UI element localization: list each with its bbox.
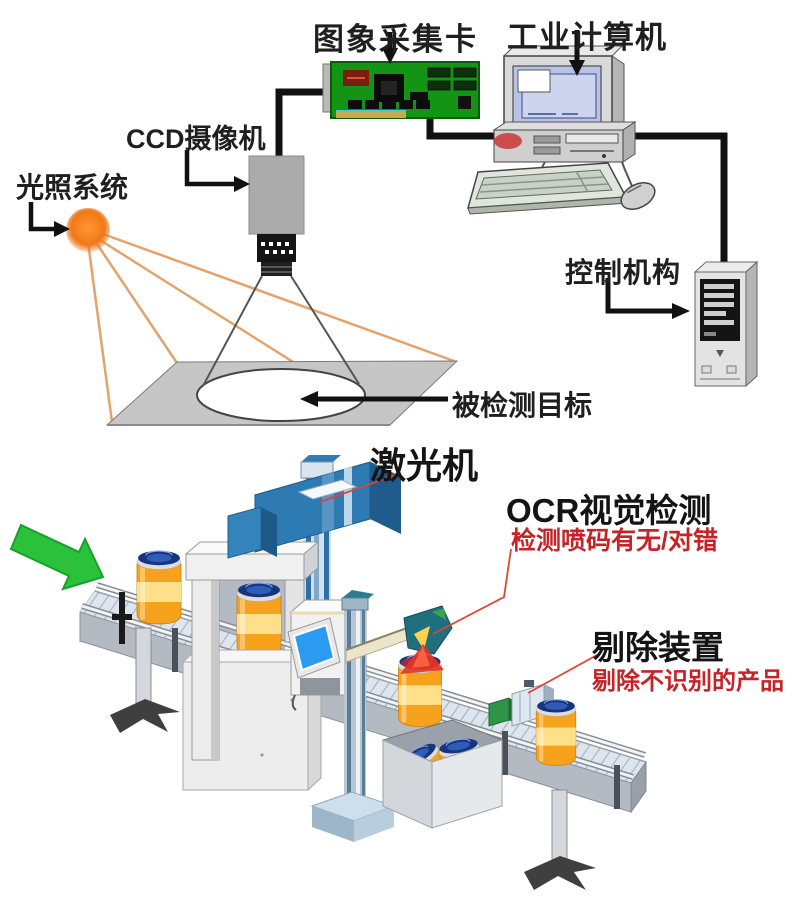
bottle bbox=[136, 550, 182, 625]
arrow-camera bbox=[184, 150, 250, 192]
annotation-lines bbox=[319, 472, 598, 694]
computer-case bbox=[492, 121, 637, 163]
industrial-computer bbox=[466, 45, 656, 215]
annotation-line-laser bbox=[319, 472, 402, 503]
annotation-line-ocr bbox=[432, 548, 512, 635]
laser-head-cube bbox=[227, 506, 277, 559]
reject-device-subtitle: 剔除不识别的产品 bbox=[592, 668, 784, 695]
arrow-target bbox=[300, 391, 448, 407]
conveyor-sensor-bracket bbox=[112, 592, 132, 644]
annotation-line-reject bbox=[527, 654, 598, 694]
column-base bbox=[310, 791, 396, 842]
capture-card-label: 图象采集卡 bbox=[313, 22, 478, 57]
arrow-computer bbox=[569, 30, 585, 76]
conveyor-leg-right bbox=[524, 789, 596, 890]
green-arrow bbox=[9, 523, 105, 591]
camera-view-cone bbox=[202, 275, 360, 387]
leg-foot bbox=[524, 856, 596, 890]
bottle bbox=[535, 698, 577, 766]
label-arrows bbox=[28, 30, 690, 407]
target-label: 被检测目标 bbox=[452, 390, 593, 421]
industrial-computer-label: 工业计算机 bbox=[507, 20, 667, 55]
unit-screen bbox=[292, 623, 336, 672]
light-system-label: 光照系统 bbox=[16, 172, 129, 203]
keyboard bbox=[466, 162, 629, 215]
control-tower bbox=[693, 260, 759, 388]
ccd-camera bbox=[248, 155, 305, 276]
leg-foot bbox=[110, 699, 180, 733]
mouse-cable bbox=[621, 161, 633, 187]
laser-machine bbox=[253, 461, 403, 553]
controller-label: 控制机构 bbox=[565, 257, 682, 288]
target-ellipse bbox=[196, 368, 366, 422]
arrow-controller bbox=[605, 278, 690, 319]
mouse bbox=[620, 182, 656, 210]
ocr-camera bbox=[400, 605, 453, 674]
ocr-inspection-label: OCR视觉检测 bbox=[506, 492, 712, 529]
laser-machine-label: 激光机 bbox=[370, 445, 479, 486]
ocr-inspection-subtitle: 检测喷码有无/对错 bbox=[511, 527, 718, 555]
reject-box bbox=[381, 719, 504, 829]
bottle bbox=[236, 582, 282, 657]
rail-brackets bbox=[172, 628, 620, 809]
light-source bbox=[66, 208, 110, 252]
capture-card bbox=[322, 61, 480, 119]
reject-device-label: 剔除装置 bbox=[592, 629, 724, 666]
monitor bbox=[502, 45, 625, 131]
ccd-camera-label: CCD摄像机 bbox=[126, 124, 266, 154]
connection-wires bbox=[275, 88, 728, 270]
arrow-light bbox=[28, 202, 70, 237]
conveyor-leg-left bbox=[110, 627, 180, 733]
arrow-capture-card bbox=[382, 32, 398, 64]
